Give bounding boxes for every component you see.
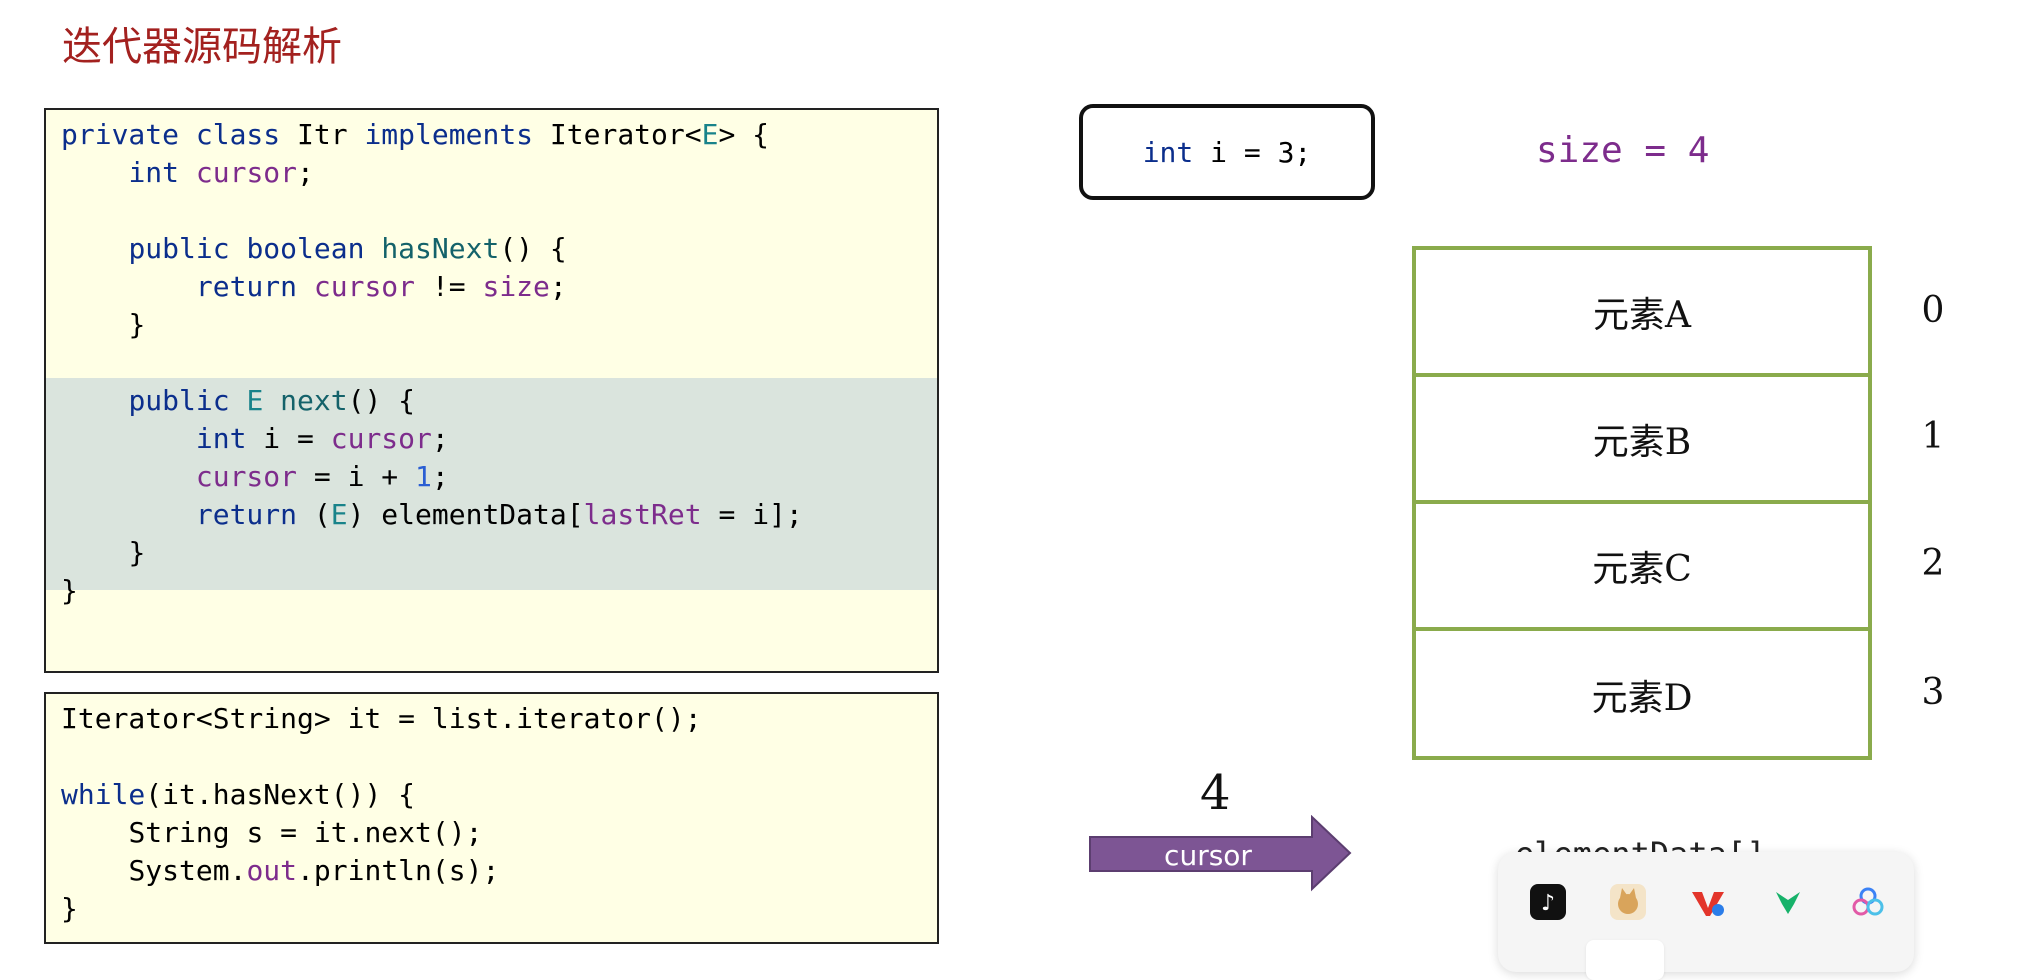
cursor-value: 4 xyxy=(1200,765,1231,821)
code-line: private class Itr implements Iterator<E>… xyxy=(61,118,770,151)
cursor-arrow: cursor xyxy=(1089,815,1352,892)
size-label: size = 4 xyxy=(1536,130,1710,171)
page-title: 迭代器源码解析 xyxy=(62,24,342,70)
app-dock: ♪ xyxy=(1498,852,1914,980)
code-line: Iterator<String> it = list.iterator(); xyxy=(61,702,702,735)
code-line: System.out.println(s); xyxy=(128,854,500,887)
int-box-text: i = 3; xyxy=(1193,135,1312,169)
array-cell: 元素C xyxy=(1416,504,1868,631)
array-cell: 元素A xyxy=(1416,250,1868,377)
array-index: 2 xyxy=(1921,543,1945,584)
array-cell: 元素B xyxy=(1416,377,1868,504)
array-index: 1 xyxy=(1921,416,1945,457)
array-cell: 元素D xyxy=(1591,677,1693,719)
usage-code-block: Iterator<String> it = list.iterator(); w… xyxy=(44,692,939,944)
tiktok-icon[interactable]: ♪ xyxy=(1530,884,1566,920)
code-line: return (E) elementData[lastRet = i]; xyxy=(195,498,803,531)
code-line: } xyxy=(128,308,146,341)
array-index: 3 xyxy=(1921,672,1945,713)
element-data-array: 元素A 元素B 元素C 元素D xyxy=(1412,246,1872,760)
cloud-app-icon[interactable] xyxy=(1850,884,1886,920)
code-line: } xyxy=(128,536,146,569)
code-line: int i = cursor; xyxy=(195,422,449,455)
code-line: } xyxy=(61,892,78,925)
code-line: String s = it.next(); xyxy=(128,816,483,849)
code-line: cursor = i + 1; xyxy=(195,460,449,493)
code-line: return cursor != size; xyxy=(195,270,567,303)
cursor-arrow-label: cursor xyxy=(1164,839,1252,872)
vs-app-icon[interactable] xyxy=(1690,884,1726,920)
code-line: public boolean hasNext() { xyxy=(128,232,567,265)
code-line: } xyxy=(61,574,78,607)
cat-app-icon[interactable] xyxy=(1610,884,1646,920)
dock-subpanel xyxy=(1586,940,1664,980)
green-app-icon[interactable] xyxy=(1770,884,1806,920)
code-line: int cursor; xyxy=(128,156,314,189)
array-index: 0 xyxy=(1921,290,1945,331)
next-method-highlight xyxy=(46,378,937,590)
svg-text:♪: ♪ xyxy=(1541,891,1555,916)
array-name-label: elementData[] xyxy=(1515,835,1766,854)
itr-class-code-block: private class Itr implements Iterator<E>… xyxy=(44,108,939,673)
local-variable-box: int i = 3; xyxy=(1079,104,1375,200)
code-line: public E next() { xyxy=(128,384,416,417)
code-line: while(it.hasNext()) { xyxy=(61,778,416,811)
